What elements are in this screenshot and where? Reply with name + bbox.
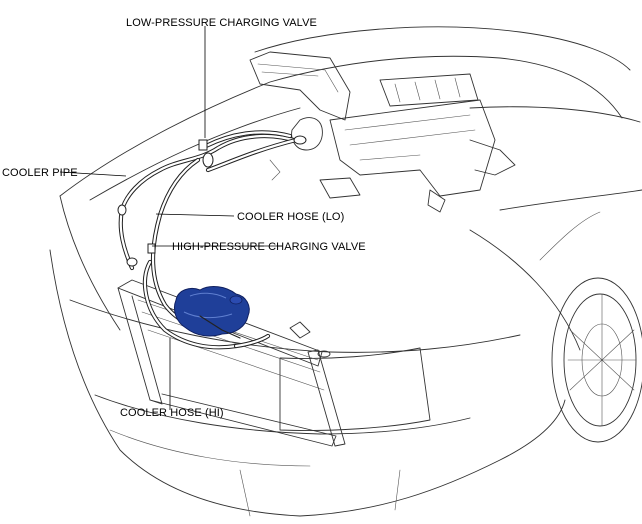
- condenser: [117, 279, 346, 447]
- label-cooler-hose-hi: COOLER HOSE (HI): [120, 407, 224, 419]
- label-high-pressure-charging-valve: HIGH-PRESSURE CHARGING VALVE: [172, 241, 366, 253]
- refrigerant-lines: [117, 130, 307, 350]
- heater-unit: [249, 51, 516, 213]
- label-low-pressure-charging-valve: LOW-PRESSURE CHARGING VALVE: [126, 17, 317, 29]
- leader-lines: [59, 26, 282, 410]
- label-cooler-pipe: COOLER PIPE: [2, 167, 78, 179]
- vehicle-body: [49, 26, 642, 517]
- compressor: [173, 286, 250, 339]
- label-cooler-hose-lo: COOLER HOSE (LO): [237, 211, 344, 223]
